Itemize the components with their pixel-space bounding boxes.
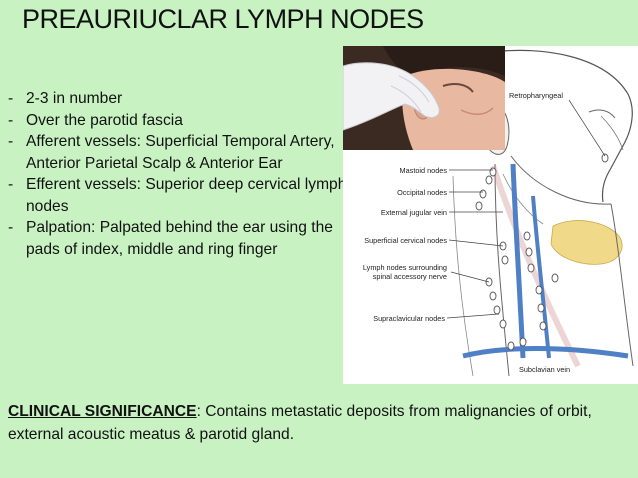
bullet-palpation: Palpation: Palpated behind the ear using… [8,217,348,260]
label-mastoid-nodes: Mastoid nodes [400,166,448,175]
slide-title: PREAURIUCLAR LYMPH NODES [22,4,424,34]
clinical-heading: CLINICAL SIGNIFICANCE [8,403,197,420]
bullet-afferent: Afferent vessels: Superficial Temporal A… [8,131,348,174]
label-spinal-accessory-line2: spinal accessory nerve [373,272,447,281]
label-supraclavicular-nodes: Supraclavicular nodes [373,314,445,323]
clinical-text: : Contains metastatic deposits from mali… [8,403,592,443]
label-spinal-accessory-line1: Lymph nodes surrounding [363,263,447,272]
label-superficial-cervical-nodes: Superficial cervical nodes [364,236,447,245]
label-external-jugular-vein: External jugular vein [381,208,447,217]
clinical-significance: CLINICAL SIGNIFICANCE: Contains metastat… [8,400,633,446]
palpation-photo [343,46,505,150]
label-subclavian-vein: Subclavian vein [519,365,570,374]
bullet-list: 2-3 in number Over the parotid fascia Af… [8,88,348,260]
bullet-count: 2-3 in number [8,88,348,110]
label-retropharyngeal: Retropharyngeal [509,91,563,100]
label-occipital-nodes: Occipital nodes [397,188,447,197]
bullet-efferent: Efferent vessels: Superior deep cervical… [8,174,348,217]
bullet-location: Over the parotid fascia [8,110,348,132]
